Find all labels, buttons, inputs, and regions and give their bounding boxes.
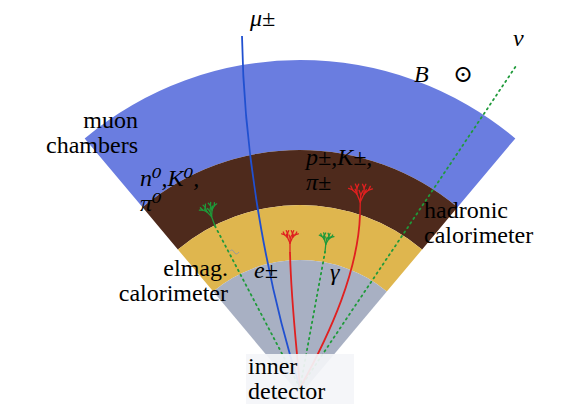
shower-stroke — [331, 236, 333, 238]
shower-stroke — [210, 202, 212, 205]
shower-stroke — [207, 209, 209, 212]
shower-stroke — [283, 232, 284, 235]
shower-stroke — [327, 233, 329, 235]
shower-stroke — [204, 209, 206, 212]
shower-stroke — [205, 204, 207, 207]
shower-stroke — [323, 236, 325, 239]
shower-stroke — [296, 233, 299, 235]
particle-label: p±,K±, π± — [306, 145, 398, 195]
shower-stroke — [288, 231, 289, 234]
shower-stroke — [289, 243, 290, 252]
shower-stroke — [324, 233, 325, 235]
particle-label: ν — [513, 26, 524, 51]
region-label: inner detector — [246, 354, 354, 404]
particle-label: γ — [330, 260, 339, 285]
shower-stroke — [324, 239, 326, 244]
shower-stroke — [200, 208, 202, 210]
shower-stroke — [210, 211, 212, 216]
shower-stroke — [325, 237, 327, 240]
shower-stroke — [355, 189, 357, 194]
shower-stroke — [320, 234, 322, 236]
shower-stroke — [286, 234, 287, 237]
shower-stroke — [357, 194, 360, 202]
region-label: muon chambers — [6, 108, 138, 158]
shower-stroke — [205, 207, 207, 211]
photon-shower — [319, 233, 334, 252]
shower-stroke — [214, 204, 216, 206]
shower-stroke — [324, 244, 326, 252]
shower-stroke — [369, 189, 373, 190]
shower-stroke — [329, 237, 331, 240]
shower-stroke — [326, 237, 328, 240]
particle-label: μ± — [250, 6, 275, 31]
shower-stroke — [203, 205, 205, 207]
shower-stroke — [364, 184, 366, 188]
electron-shower — [282, 231, 299, 252]
shower-stroke — [209, 208, 211, 212]
region-label: elmag. calorimeter — [96, 256, 228, 306]
particle-label: n⁰,K⁰, π⁰ — [140, 166, 222, 216]
shower-stroke — [364, 190, 369, 194]
shower-stroke — [212, 206, 214, 210]
interaction-mark — [229, 250, 239, 254]
shower-stroke — [323, 233, 325, 235]
shower-stroke — [359, 202, 361, 215]
shower-stroke — [352, 190, 356, 194]
shower-stroke — [290, 235, 292, 238]
field-label: B⃗ ⊙ — [414, 62, 473, 87]
neutral-hadron-shower — [199, 202, 216, 226]
shower-stroke — [212, 217, 215, 226]
shower-stroke — [364, 190, 366, 194]
shower-stroke — [361, 191, 363, 195]
shower-stroke — [351, 186, 353, 190]
shower-stroke — [289, 238, 291, 243]
shower-stroke — [211, 210, 213, 217]
shower-stroke — [208, 203, 210, 205]
shower-stroke — [207, 212, 212, 217]
region-label: hadronic calorimeter — [424, 198, 576, 248]
shower-stroke — [357, 184, 359, 188]
hadron-shower — [349, 184, 373, 215]
particle-label: e± — [254, 258, 278, 283]
shower-stroke — [292, 234, 294, 237]
shower-stroke — [292, 231, 293, 234]
shower-stroke — [211, 206, 213, 210]
shower-stroke — [360, 195, 362, 202]
shower-stroke — [329, 233, 330, 235]
shower-stroke — [325, 240, 327, 244]
muon-track — [242, 36, 300, 388]
